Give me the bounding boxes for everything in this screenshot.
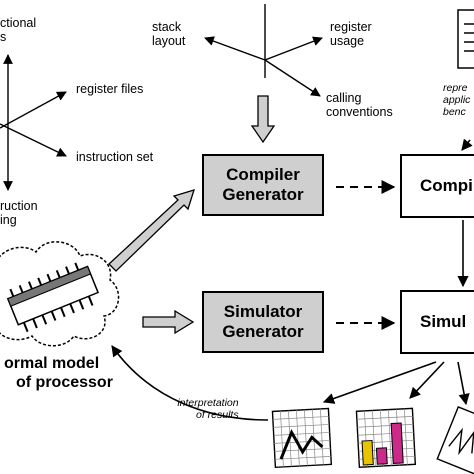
processor-model-line1: ormal model xyxy=(4,355,100,372)
simulator-generator-line1: Simulator xyxy=(223,302,303,321)
axis-label-instruction-line1: ruction xyxy=(0,199,38,213)
compiler-generator-box: Compiler Generator xyxy=(202,154,324,216)
axis-label-stack-line2: layout xyxy=(152,34,186,48)
benchmarks-caption-line3: benc xyxy=(443,106,466,118)
axis-label-stack-layout: stack layout xyxy=(152,20,185,48)
bar-chart-icon xyxy=(355,407,417,468)
simulator-label: Simul xyxy=(420,312,467,331)
axis-label-functional-line1: ctional xyxy=(0,16,37,30)
axis-label-instruction-timing: ruction ing xyxy=(0,199,38,227)
compiler-label: Compi xyxy=(420,176,473,195)
benchmarks-caption: repre applic benc xyxy=(443,82,470,118)
interpretation-line2: of results xyxy=(196,409,239,421)
axis-label-register-usage: register usage xyxy=(330,20,372,48)
simulator-generator-box: Simulator Generator xyxy=(202,291,324,353)
axis-label-register-line1: register xyxy=(330,20,372,34)
report-icon xyxy=(436,406,474,474)
simulator-box: Simul xyxy=(400,290,474,354)
benchmarks-caption-line2: applic xyxy=(443,94,471,106)
line-chart-icon xyxy=(271,407,333,469)
simulator-generator-line2: Generator xyxy=(222,322,304,341)
axis-label-stack-line1: stack xyxy=(152,20,182,34)
flow-arrows xyxy=(111,138,473,421)
interpretation-label: interpretation of results xyxy=(172,397,239,421)
compiler-generator-line2: Generator xyxy=(222,185,304,204)
processor-cloud xyxy=(0,241,120,347)
axis-label-calling-line1: calling xyxy=(326,91,362,105)
axis-label-instruction-line2: ing xyxy=(0,213,17,227)
compiler-box: Compi xyxy=(400,154,474,218)
chip-icon xyxy=(6,262,100,333)
document-icon xyxy=(457,9,474,69)
axis-label-register-files: register files xyxy=(76,82,144,96)
benchmarks-caption-line1: repre xyxy=(443,82,468,94)
interpretation-line1: interpretation xyxy=(177,397,239,409)
axis-label-calling-conventions: calling conventions xyxy=(326,91,393,119)
axis-label-functional: ctional s xyxy=(0,16,36,44)
axis-label-functional-line2: s xyxy=(0,30,7,44)
dashed-arrows xyxy=(336,180,396,330)
axis-label-register-line2: usage xyxy=(330,34,365,48)
compiler-generator-line1: Compiler xyxy=(226,165,300,184)
left-axes xyxy=(0,54,67,191)
axis-label-instruction-set: instruction set xyxy=(76,150,154,164)
top-axes xyxy=(204,4,323,97)
processor-model-label: ormal model of processor xyxy=(4,354,113,392)
processor-model-line2: of processor xyxy=(16,374,113,391)
axis-label-calling-line2: conventions xyxy=(326,105,393,119)
grey-arrows xyxy=(108,95,276,335)
